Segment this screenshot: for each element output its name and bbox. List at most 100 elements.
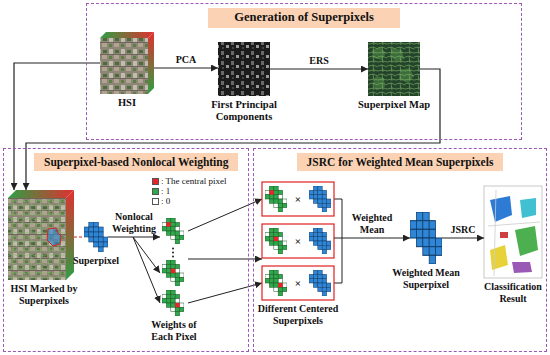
superpixel-icon [84, 222, 108, 252]
image-node: Classification Result [484, 186, 542, 278]
legend-text: : The central pixel [161, 177, 227, 186]
node-caption: Weights of Each Pixel [143, 319, 205, 342]
superpixel-map-image [368, 42, 420, 96]
flow-arrow [442, 237, 484, 238]
classification-map [512, 262, 532, 273]
weighted-mean-superpixel-icon [410, 212, 442, 264]
weight-superpixels [172, 256, 174, 258]
weight-superpixels [162, 290, 184, 316]
superpixel-map-image [368, 42, 420, 96]
weighted-product-boxes [265, 228, 287, 254]
classification-map [484, 186, 542, 278]
hsi-cube [66, 190, 74, 280]
weighted-product-boxes [269, 190, 273, 194]
image-node: Weights of Each Pixel [160, 218, 188, 316]
hsi-cube [8, 198, 66, 280]
hsi-cube [8, 190, 74, 198]
fan-arrows [188, 199, 262, 231]
legend-row: : 1 [152, 187, 170, 196]
multiply-sign: × [295, 236, 301, 247]
image-node: HSI Marked by Superpixels [8, 190, 74, 280]
fan-arrows [188, 283, 262, 303]
weighted-product-boxes [262, 224, 334, 258]
image-node: Weighted Mean Superpixel [410, 212, 442, 264]
weight-superpixels [172, 248, 174, 250]
image-node: Superpixel [84, 222, 108, 252]
weight-superpixels [162, 260, 184, 286]
weighted-product-boxes [309, 186, 331, 212]
group-heading: Generation of Superpixels [208, 8, 400, 28]
edge-label: PCA [176, 54, 197, 66]
fan-arrows [334, 199, 342, 283]
classification-map [490, 245, 508, 270]
legend-text: : 0 [161, 197, 170, 206]
principal-component-image [218, 42, 270, 96]
classification-map [484, 186, 542, 278]
principal-component-image [218, 42, 270, 96]
hsi-cube [8, 198, 66, 280]
weight-superpixels [172, 252, 174, 254]
hsi-image [100, 32, 154, 94]
weighted-product-boxes [262, 182, 334, 300]
node-caption: HSI Marked by Superpixels [4, 283, 84, 306]
node-caption: Superpixel Map [349, 99, 439, 111]
flow-arrow [26, 69, 440, 190]
hsi-cube [47, 228, 61, 246]
weighted-product-boxes [265, 270, 287, 296]
group-heading: Superpixel-based Nonlocal Weighting [34, 153, 238, 171]
weight-superpixels [175, 303, 179, 307]
fan-arrows [133, 237, 160, 273]
legend-swatch [152, 178, 159, 185]
weight-superpixels [162, 218, 184, 244]
hsi-image [100, 38, 148, 94]
classification-map [488, 190, 540, 276]
flow-arrow [334, 237, 410, 238]
weighted-product-boxes [309, 270, 331, 296]
dashed-leader [74, 236, 84, 237]
flow-arrow [108, 236, 160, 237]
flow-arrow [270, 68, 368, 69]
edge-label: Weighted Mean [344, 212, 400, 235]
legend-row: : The central pixel [152, 177, 227, 186]
classification-map [490, 196, 512, 222]
edge-label: ERS [309, 55, 328, 67]
edge-label: JSRC [450, 224, 475, 236]
classification-map [515, 226, 538, 256]
weighted-product-boxes [309, 228, 331, 254]
weighted-product-boxes [265, 186, 287, 212]
node-caption: Classification Result [482, 281, 544, 304]
edge-label: Nonlocal Weighting [107, 211, 161, 234]
image-node: HSI [100, 32, 154, 94]
multiply-sign: × [295, 278, 301, 289]
weighted-product-boxes [262, 266, 334, 300]
weight-superpixels [166, 222, 170, 226]
node-caption: Weighted Mean Superpixel [386, 267, 466, 290]
image-node: First Principal Components [218, 42, 270, 96]
superpixel-icon [84, 222, 108, 252]
weight-superpixels [162, 218, 184, 316]
stage-group-box: Generation of SuperpixelsHSI First Princi… [86, 3, 522, 140]
image-node: Superpixel Map [368, 42, 420, 96]
fan-arrows [133, 237, 160, 303]
superpixel-map-image [368, 42, 420, 96]
legend-text: : 1 [161, 187, 170, 196]
hsi-cube [8, 190, 74, 280]
node-caption: Different Centered Superpixels [254, 303, 342, 326]
hsi-image [148, 32, 154, 94]
weight-superpixels [171, 269, 175, 273]
group-heading: JSRC for Weighted Mean Superpixels [297, 153, 504, 171]
weighted-mean-superpixel-icon [410, 212, 442, 264]
node-caption: HSI [102, 97, 152, 109]
flow-arrow [154, 67, 218, 68]
node-caption: First Principal Components [194, 99, 294, 123]
flow-arrow [188, 258, 262, 259]
classification-map [520, 198, 536, 218]
multiply-sign: × [295, 194, 301, 205]
legend-swatch [152, 188, 159, 195]
hsi-image [100, 32, 154, 38]
stage-group-box: JSRC for Weighted Mean SuperpixelsDiffer… [253, 148, 547, 352]
classification-map [500, 232, 508, 238]
